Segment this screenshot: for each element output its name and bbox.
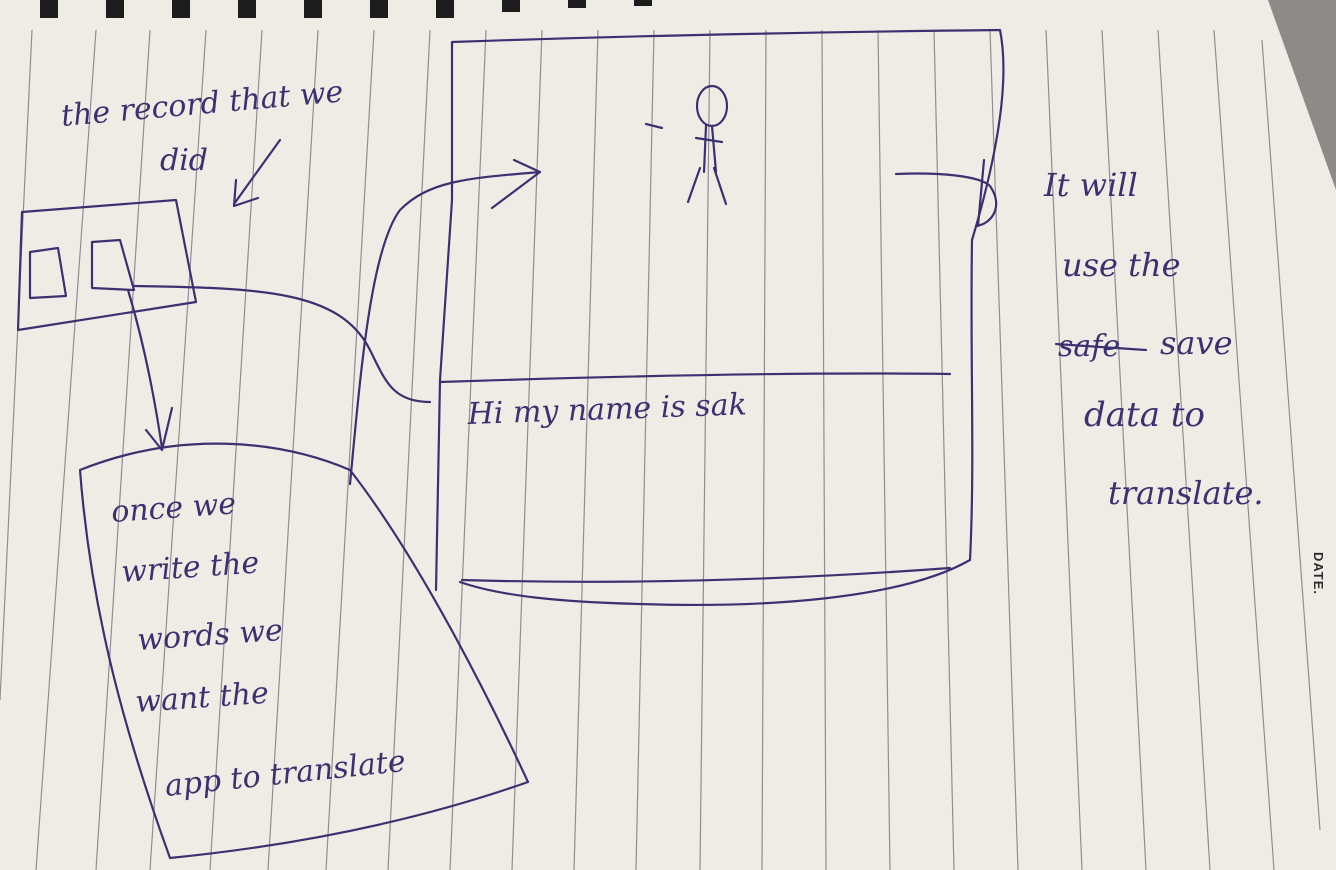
right-note-line-2: use the [1062, 246, 1181, 284]
right-note-line-4: data to [1084, 395, 1205, 435]
right-note-line-3: save [1160, 324, 1233, 362]
strikethrough [1054, 342, 1148, 352]
text-area-bottom [460, 566, 952, 583]
ink-drawing [16, 28, 1148, 860]
date-label: DATE. [1311, 552, 1326, 595]
spiral-binding [40, 0, 652, 18]
stick-figure-icon [644, 84, 729, 206]
phone-screen [434, 28, 1005, 607]
arrow-to-notes [126, 288, 174, 452]
instruction-box [78, 442, 530, 860]
record-note-line-2: did [160, 143, 208, 178]
screen-divider [438, 372, 952, 384]
ruled-lines [0, 29, 1321, 870]
recorder-device [16, 198, 198, 332]
arrow-to-right-note [894, 158, 998, 228]
right-note-line-5: translate. [1108, 474, 1264, 512]
right-note-line-3-crossed: safe [1058, 329, 1120, 364]
record-button-icon [90, 238, 136, 292]
arrow-notes-to-phone [348, 158, 542, 486]
arrow-to-recorder [232, 138, 282, 208]
instruction-note-line-1: once we [110, 486, 237, 530]
record-button-icon [28, 246, 68, 300]
right-note-line-1: It will [1043, 166, 1138, 204]
connector-recorder-to-phone [132, 284, 432, 404]
